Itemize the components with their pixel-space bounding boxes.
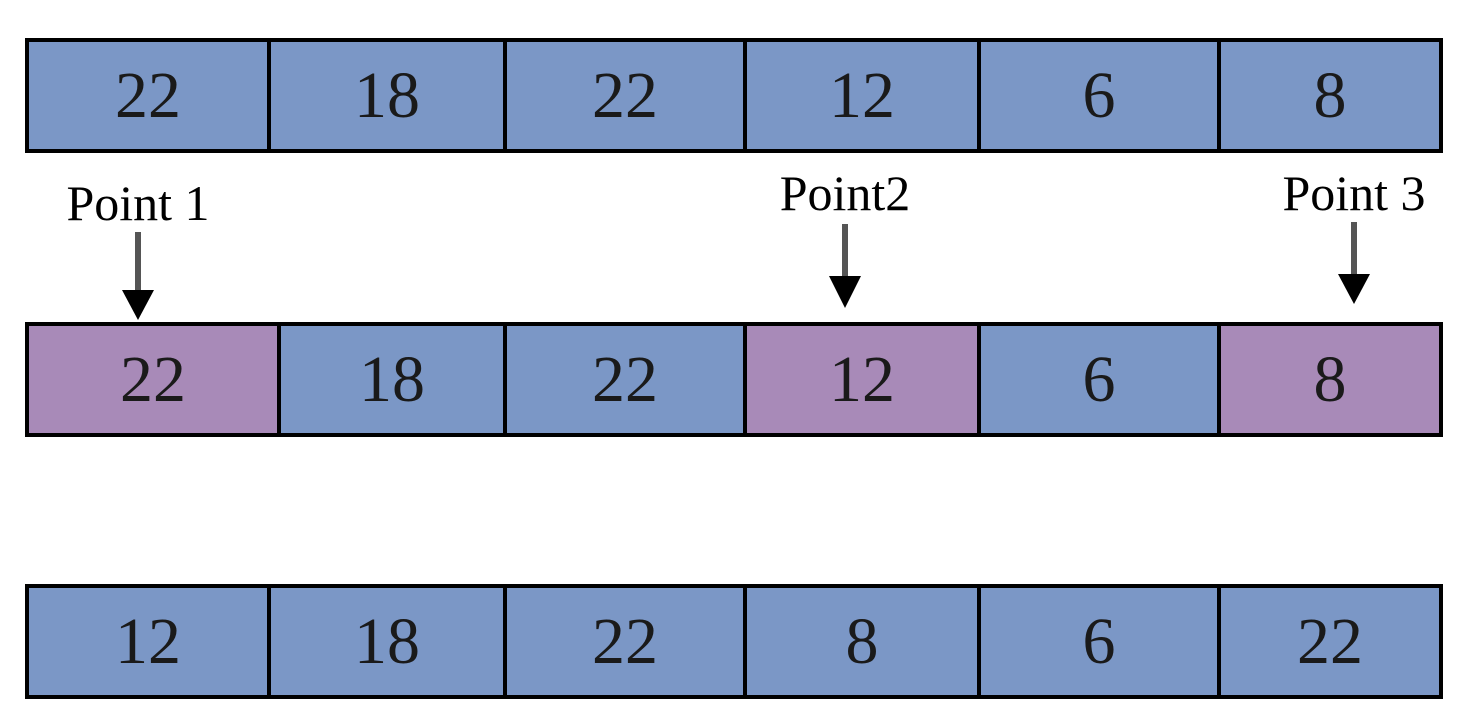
down-arrow-icon — [829, 224, 861, 308]
down-arrow-icon — [122, 232, 154, 320]
array-cell: 22 — [507, 326, 747, 433]
pointer-2: Point2 — [755, 168, 935, 310]
array-cell: 22 — [1297, 604, 1363, 678]
array-cell: 18 — [271, 588, 507, 695]
highlighted-cell: 22 — [29, 326, 281, 433]
array-cell: 6 — [981, 42, 1221, 149]
array-cell: 8 — [1313, 58, 1347, 132]
pointer-3: Point 3 — [1264, 168, 1444, 308]
result-array-row: 12 18 22 8 6 22 — [25, 584, 1443, 699]
pointer-1-label: Point 1 — [66, 175, 210, 231]
highlighted-cell: 8 — [1221, 326, 1439, 433]
array-cell: 6 — [981, 326, 1221, 433]
array-cell: 8 — [747, 588, 981, 695]
array-cell: 18 — [281, 326, 507, 433]
original-array-row: 22 18 22 12 6 8 — [25, 38, 1443, 153]
pointer-2-label: Point2 — [779, 165, 911, 221]
array-cell: 22 — [507, 588, 747, 695]
marked-array-row: 22 18 22 12 6 8 — [25, 322, 1443, 437]
array-cell: 12 — [29, 588, 271, 695]
array-cell: 18 — [271, 42, 507, 149]
array-cell: 22 — [507, 42, 747, 149]
pointer-3-label: Point 3 — [1282, 165, 1426, 221]
array-cell: 22 — [29, 42, 271, 149]
highlighted-cell: 12 — [747, 326, 981, 433]
down-arrow-icon — [1338, 222, 1370, 304]
array-cell: 6 — [981, 588, 1221, 695]
array-cell: 12 — [747, 42, 981, 149]
pointer-1: Point 1 — [48, 178, 228, 322]
